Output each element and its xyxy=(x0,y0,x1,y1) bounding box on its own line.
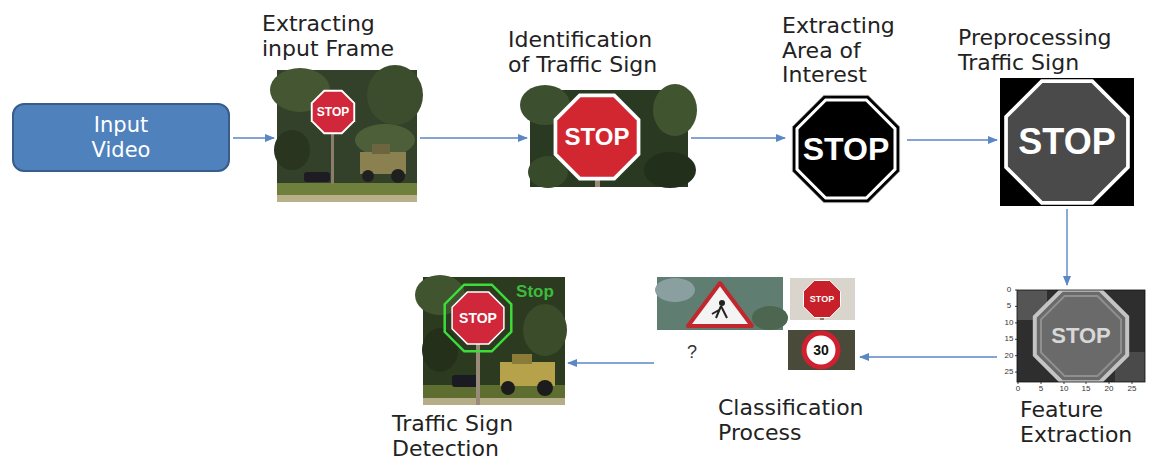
sign-text: STOP xyxy=(1018,124,1115,160)
stage-caption: Feature Extraction xyxy=(1020,398,1145,447)
sign-text: STOP xyxy=(317,106,349,118)
sign-text: STOP xyxy=(810,295,834,304)
flow-arrow xyxy=(568,362,654,363)
flow-arrow xyxy=(233,137,274,138)
input-frame-photo xyxy=(270,65,423,202)
sign-text: STOP xyxy=(459,311,497,325)
axis-tick: 25 xyxy=(1005,368,1014,376)
detection-result-photo xyxy=(415,275,567,405)
axis-tick: 15 xyxy=(1082,385,1091,393)
stage-caption: Classification Process xyxy=(718,396,878,445)
area-of-interest-sign xyxy=(792,95,899,202)
flow-arrow xyxy=(691,137,785,138)
sign-text: STOP xyxy=(1051,325,1111,347)
axis-tick: 15 xyxy=(1005,335,1014,343)
axis-tick: 20 xyxy=(1005,352,1014,360)
flow-arrow xyxy=(420,137,527,138)
identified-sign-photo xyxy=(520,84,697,188)
axis-tick: 5 xyxy=(1007,302,1011,310)
axis-tick: 5 xyxy=(1039,385,1043,393)
detection-label: Stop xyxy=(516,283,554,300)
stage-caption: Identification of Traffic Sign xyxy=(508,28,673,77)
preprocessed-sign xyxy=(1000,78,1134,206)
sign-text: STOP xyxy=(803,133,890,165)
flow-arrow xyxy=(1066,209,1067,285)
stage-caption: Traffic Sign Detection xyxy=(392,412,532,461)
classification-samples xyxy=(655,277,855,370)
speed-limit-text: 30 xyxy=(813,343,829,357)
axis-tick: 10 xyxy=(1060,385,1069,393)
box-label: Input Video xyxy=(81,113,161,161)
stage-caption: Extracting input Frame xyxy=(262,12,412,61)
input-box: Input Video xyxy=(12,103,230,172)
question-mark: ? xyxy=(687,343,697,361)
axis-tick: 0 xyxy=(1007,286,1011,294)
sign-text: STOP xyxy=(565,125,630,149)
axis-tick: 25 xyxy=(1128,385,1137,393)
axis-tick: 10 xyxy=(1005,319,1014,327)
axis-tick: 20 xyxy=(1105,385,1114,393)
axis-tick: 0 xyxy=(1016,385,1020,393)
feature-map-plot xyxy=(1015,290,1145,384)
stage-image: Extracting input Frame xyxy=(277,70,417,202)
stage-caption: Extracting Area of Interest xyxy=(782,14,907,88)
stage-caption: Preprocessing Traffic Sign xyxy=(958,26,1128,75)
flow-arrow xyxy=(860,356,997,357)
flow-arrow xyxy=(907,139,997,140)
